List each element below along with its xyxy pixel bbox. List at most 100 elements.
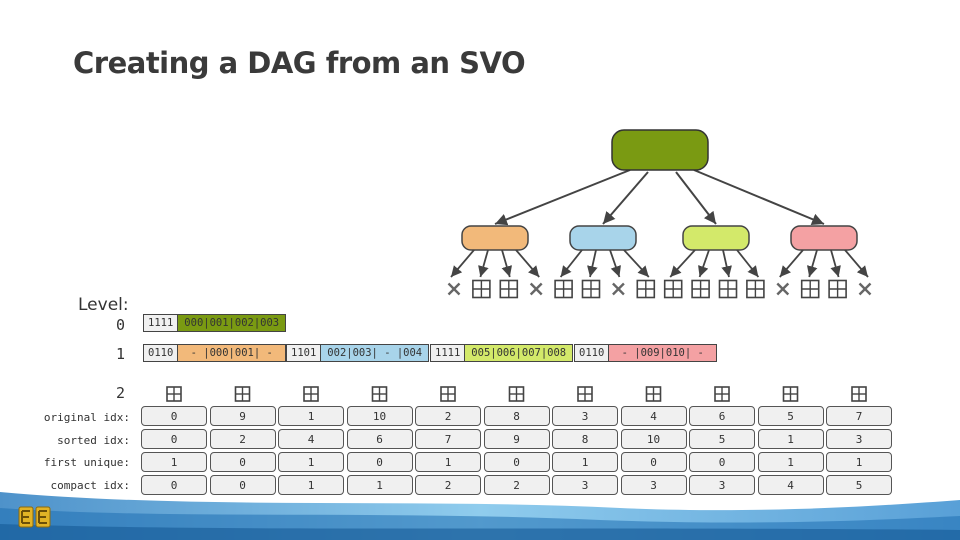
table-cell: 4 [620, 406, 687, 426]
child-mask: 0110 [144, 345, 179, 361]
table-cell: 2 [483, 475, 550, 495]
x-icon [529, 282, 543, 296]
child-mask: 1111 [431, 345, 466, 361]
table-cell: 1 [757, 429, 824, 449]
table-cell: 2 [209, 429, 276, 449]
tree-leaf-arrow [844, 249, 869, 278]
level-heading: Level: [78, 295, 129, 315]
table-cell: 2 [415, 406, 481, 426]
child-mask: 0110 [575, 345, 610, 361]
table-cell: 0 [483, 452, 550, 472]
table-cell: 1 [141, 452, 207, 472]
table-cell: 2 [415, 475, 481, 495]
x-icon [612, 282, 625, 296]
table-cell: 1 [415, 452, 481, 472]
table-cell: 3 [620, 475, 687, 495]
table-cell: 4 [278, 429, 344, 449]
x-icon [447, 282, 461, 296]
table-cell: 1 [826, 452, 892, 472]
page-title: Creating a DAG from an SVO [73, 46, 526, 80]
table-cell: 6 [689, 406, 755, 426]
row-label-sorted-idx: sorted idx: [57, 434, 130, 447]
level-1-node-blue: 1101 002|003| - |004 [286, 344, 430, 362]
table-cell: 8 [483, 406, 550, 426]
table-cell: 7 [826, 406, 892, 426]
logo-icon [18, 506, 51, 528]
level-1-label: 1 [116, 345, 126, 363]
table-cell: 3 [689, 475, 755, 495]
tree-leaf-arrow [501, 249, 512, 278]
child-pointers: 005|006|007|008 [471, 347, 567, 359]
table-cell: 1 [278, 475, 344, 495]
footer-wave-decoration [0, 492, 960, 540]
tree-node-blue [569, 225, 637, 251]
table-cell: 9 [483, 429, 550, 449]
table-cell: 0 [209, 475, 276, 495]
tree-node-pink [790, 225, 858, 251]
tree-leaf-arrow [736, 249, 760, 278]
row-label-first-unique: first unique: [43, 456, 130, 469]
table-cell: 0 [689, 452, 755, 472]
table-cell: 1 [278, 406, 344, 426]
table-cell: 1 [552, 452, 618, 472]
table-cell: 1 [278, 452, 344, 472]
tree-root-node [611, 129, 709, 171]
row-label-compact-idx: compact idx: [50, 479, 130, 492]
table-cell: 10 [620, 429, 687, 449]
tree-leaf-arrow [559, 249, 583, 278]
table-cell: 3 [826, 429, 892, 449]
x-icon [858, 282, 872, 296]
tree-edge-arrow [693, 169, 825, 225]
table-cell: 0 [141, 475, 207, 495]
table-cell: 3 [552, 475, 618, 495]
table-cell: 6 [346, 429, 413, 449]
child-mask: 1111 [144, 315, 179, 331]
tree-leaf-arrow [830, 249, 841, 278]
level-2-label: 2 [116, 384, 126, 402]
tree-node-lime [682, 225, 750, 251]
tree-leaf-arrow [478, 249, 489, 278]
table-cell: 0 [141, 406, 207, 426]
tree-edge-arrow [602, 171, 649, 225]
table-cell: 0 [209, 452, 276, 472]
table-cell: 1 [346, 475, 413, 495]
table-cell: 8 [552, 429, 618, 449]
table-cell: 5 [826, 475, 892, 495]
tree-leaf-arrow [623, 249, 650, 278]
table-cell: 10 [346, 406, 413, 426]
level-1-node-orange: 0110 - |000|001| - [143, 344, 287, 362]
table-cell: 9 [209, 406, 276, 426]
tree-leaf-arrow [807, 249, 818, 278]
tree-leaf-arrow [609, 249, 621, 278]
table-cell: 7 [415, 429, 481, 449]
level-1-node-pink: 0110 - |009|010| - [574, 344, 718, 362]
table-cell: 0 [346, 452, 413, 472]
table-cell: 0 [141, 429, 207, 449]
tree-leaf-arrow [450, 249, 475, 278]
child-mask: 1101 [287, 345, 322, 361]
child-pointers: - |009|010| - [615, 347, 711, 359]
x-icon [776, 282, 790, 296]
table-cell: 5 [689, 429, 755, 449]
child-pointers: 002|003| - |004 [327, 347, 423, 359]
child-pointers: 000|001|002|003 [184, 317, 280, 329]
level-0-label: 0 [116, 316, 126, 334]
table-cell: 0 [620, 452, 687, 472]
level-0-node: 1111 000|001|002|003 [143, 314, 287, 332]
tree-edge-arrow [494, 169, 631, 226]
row-label-original-idx: original idx: [43, 411, 130, 424]
table-cell: 3 [552, 406, 618, 426]
level-1-node-lime: 1111 005|006|007|008 [430, 344, 574, 362]
tree-leaf-arrow [721, 249, 732, 278]
tree-edge-arrow [675, 171, 717, 225]
tree-leaf-arrow [779, 249, 804, 278]
child-pointers: - |000|001| - [184, 347, 280, 359]
table-cell: 4 [757, 475, 824, 495]
table-cell: 5 [757, 406, 824, 426]
tree-leaf-arrow [587, 249, 598, 278]
tree-leaf-arrow [515, 249, 540, 278]
tree-leaf-arrow [698, 249, 710, 278]
tree-leaf-arrow [669, 249, 696, 278]
tree-node-orange [461, 225, 529, 251]
